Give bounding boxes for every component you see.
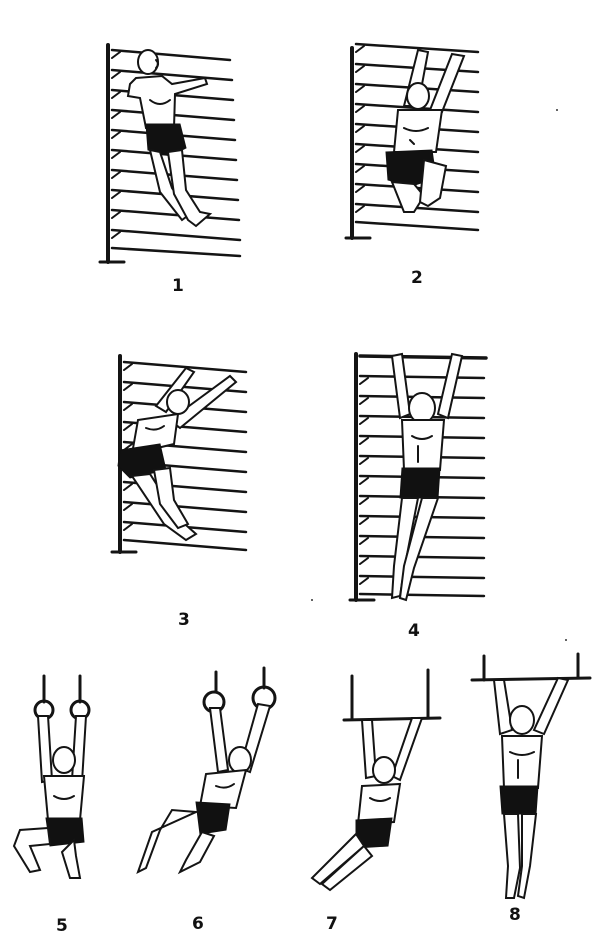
athlete-2 bbox=[385, 48, 466, 213]
figure-5: 5 bbox=[12, 674, 91, 936]
figure-2: 2 bbox=[344, 42, 480, 288]
figure-label-6: 6 bbox=[192, 914, 204, 934]
athlete-7 bbox=[310, 717, 424, 892]
athlete-3 bbox=[117, 366, 238, 542]
figure-label-5: 5 bbox=[56, 916, 68, 936]
figure-7: 7 bbox=[310, 668, 442, 934]
rings-5 bbox=[33, 674, 91, 721]
athlete-4 bbox=[390, 352, 464, 602]
figure-4: 4 bbox=[348, 352, 488, 641]
figure-label-3: 3 bbox=[178, 610, 190, 630]
horizontal-bar-8 bbox=[470, 652, 592, 682]
figure-3: 3 bbox=[110, 354, 248, 630]
figure-6: 6 bbox=[136, 666, 277, 934]
figure-8: 8 bbox=[470, 652, 592, 925]
figure-label-2: 2 bbox=[411, 268, 423, 288]
athlete-8 bbox=[492, 676, 570, 900]
athlete-5 bbox=[12, 715, 88, 879]
figure-label-4: 4 bbox=[408, 621, 420, 641]
trapeze-7 bbox=[342, 668, 442, 722]
figure-label-8: 8 bbox=[509, 905, 521, 925]
figure-label-7: 7 bbox=[326, 914, 338, 934]
athlete-6 bbox=[136, 702, 272, 875]
figure-1: 1 bbox=[98, 43, 242, 296]
athlete-1 bbox=[126, 49, 213, 228]
print-specks bbox=[311, 109, 567, 641]
figure-label-1: 1 bbox=[172, 276, 184, 296]
